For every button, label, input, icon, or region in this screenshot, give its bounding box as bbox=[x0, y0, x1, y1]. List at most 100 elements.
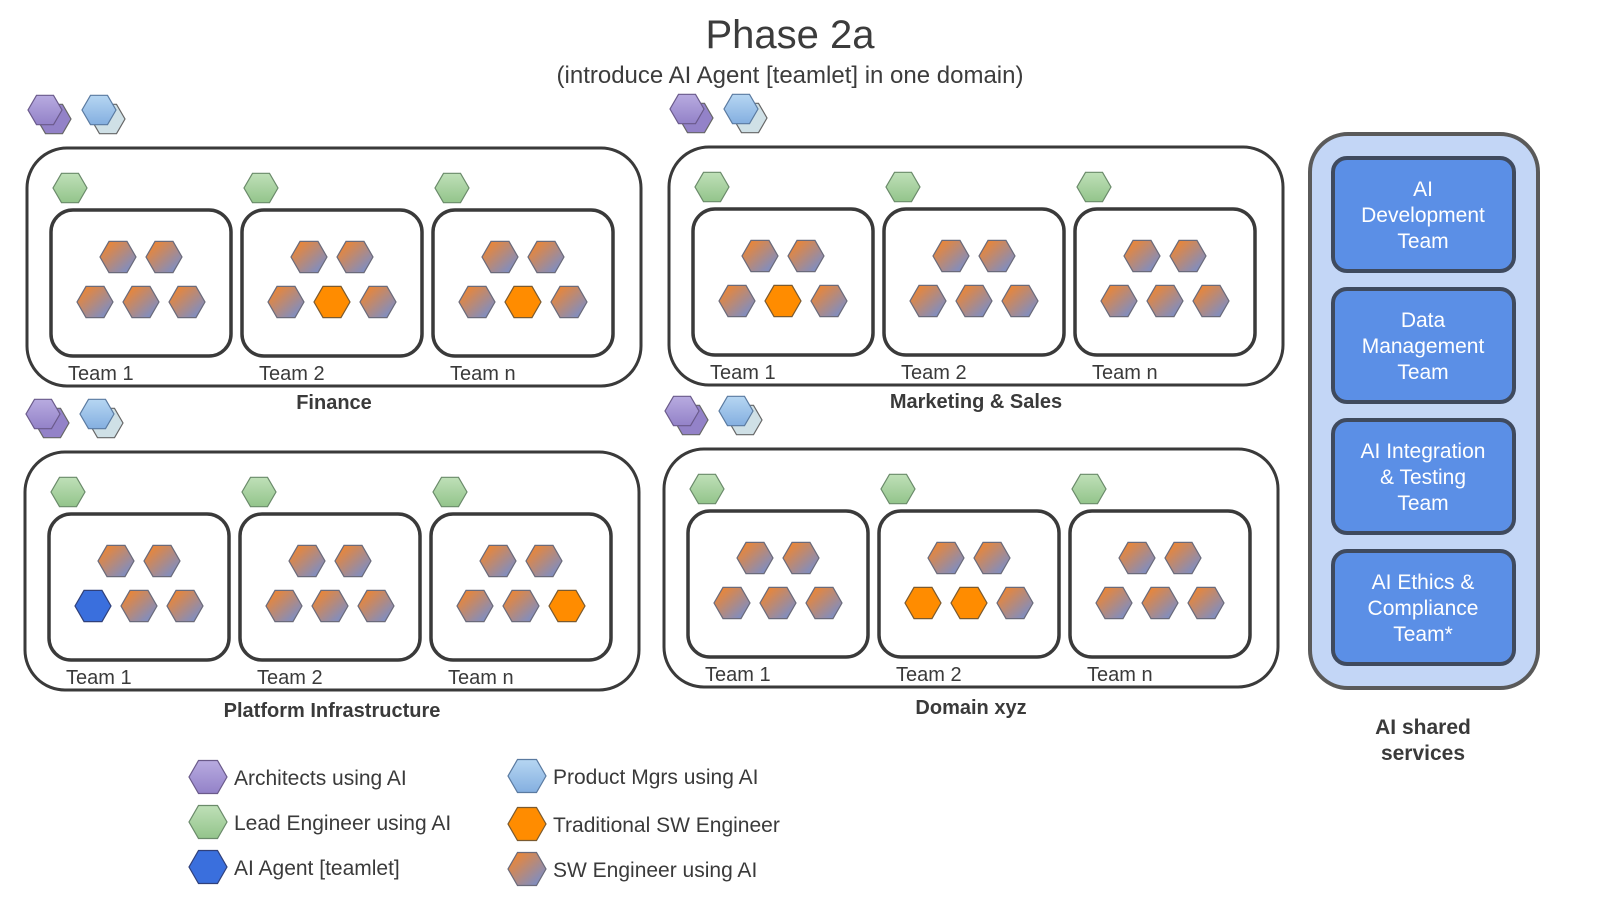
lead-engineer-hex-icon bbox=[241, 476, 277, 508]
team-box bbox=[877, 509, 1061, 659]
sw-engineer-ai-hex-icon bbox=[1095, 586, 1133, 620]
legend-item: Product Mgrs using AI bbox=[507, 758, 758, 794]
sw-engineer-ai-hex-icon bbox=[810, 284, 848, 318]
sw-engineer-ai-hex-icon bbox=[713, 586, 751, 620]
team-box bbox=[882, 207, 1066, 357]
sw-engineer-ai-hex-icon bbox=[550, 285, 588, 319]
shared-service-label: Compliance bbox=[1368, 597, 1479, 620]
legend-label: Architects using AI bbox=[234, 767, 407, 790]
ai-agent-hex-icon bbox=[74, 589, 112, 623]
sw-engineer-ai-hex-icon bbox=[787, 239, 825, 273]
architect-stack-icon-front bbox=[25, 398, 61, 430]
team-label: Team 2 bbox=[259, 363, 325, 385]
legend-label: Traditional SW Engineer bbox=[553, 814, 780, 837]
shared-service-label: Data bbox=[1401, 309, 1446, 332]
team-box bbox=[1068, 509, 1252, 659]
team-label: Team n bbox=[450, 363, 516, 385]
traditional-engineer-hex-icon bbox=[504, 285, 542, 319]
architect-stack-icon bbox=[664, 395, 709, 436]
legend-architect-hex-icon bbox=[188, 759, 228, 795]
sw-engineer-ai-hex-icon bbox=[909, 284, 947, 318]
product-mgr-stack-icon-front bbox=[723, 93, 759, 125]
traditional-engineer-hex-icon bbox=[950, 586, 988, 620]
sw-engineer-ai-hex-icon bbox=[1192, 284, 1230, 318]
traditional-engineer-hex-icon bbox=[313, 285, 351, 319]
domain-label: Finance bbox=[296, 392, 372, 414]
shared-service-label: Team bbox=[1397, 230, 1448, 253]
sw-engineer-ai-hex-icon bbox=[736, 541, 774, 575]
legend-item: Architects using AI bbox=[188, 759, 407, 795]
lead-engineer-hex-icon bbox=[1076, 171, 1112, 203]
sw-engineer-ai-hex-icon bbox=[122, 285, 160, 319]
sw-engineer-ai-hex-icon bbox=[955, 284, 993, 318]
lead-engineer-hex-icon bbox=[689, 473, 725, 505]
shared-service-label: & Testing bbox=[1380, 466, 1466, 489]
shared-service-label: AI Integration bbox=[1361, 440, 1486, 463]
sw-engineer-ai-hex-icon bbox=[456, 589, 494, 623]
sw-engineer-ai-hex-icon bbox=[334, 544, 372, 578]
sw-engineer-ai-hex-icon bbox=[502, 589, 540, 623]
architect-stack-icon-front bbox=[664, 395, 700, 427]
architect-stack-icon bbox=[669, 93, 714, 134]
sw-engineer-ai-hex-icon bbox=[166, 589, 204, 623]
team-box bbox=[429, 512, 613, 662]
legend-item: SW Engineer using AI bbox=[507, 851, 757, 887]
team-label: Team 1 bbox=[66, 667, 132, 689]
legend-label: AI Agent [teamlet] bbox=[234, 857, 400, 880]
lead-engineer-hex-icon bbox=[243, 172, 279, 204]
legend-sw-engineer-ai-hex-icon bbox=[507, 851, 547, 887]
sw-engineer-ai-hex-icon bbox=[267, 285, 305, 319]
team-box bbox=[47, 512, 231, 662]
sw-engineer-ai-hex-icon bbox=[481, 240, 519, 274]
sw-engineer-ai-hex-icon bbox=[143, 544, 181, 578]
shared-service-label: Team* bbox=[1393, 623, 1453, 646]
sw-engineer-ai-hex-icon bbox=[978, 239, 1016, 273]
lead-engineer-hex-icon bbox=[432, 476, 468, 508]
product-mgr-stack-icon bbox=[718, 395, 763, 436]
shared-service-label: Development bbox=[1361, 204, 1485, 227]
team-box bbox=[1073, 207, 1257, 357]
sw-engineer-ai-hex-icon bbox=[741, 239, 779, 273]
product-mgr-stack-icon-front bbox=[79, 398, 115, 430]
architect-stack-icon-front bbox=[27, 94, 63, 126]
team-box bbox=[431, 208, 615, 358]
sw-engineer-ai-hex-icon bbox=[996, 586, 1034, 620]
shared-services-title: AI shared bbox=[1375, 716, 1471, 739]
sw-engineer-ai-hex-icon bbox=[288, 544, 326, 578]
product-mgr-stack-icon-front bbox=[718, 395, 754, 427]
team-label: Team n bbox=[1092, 362, 1158, 384]
page-title: Phase 2a bbox=[705, 13, 875, 57]
sw-engineer-ai-hex-icon bbox=[1164, 541, 1202, 575]
lead-engineer-hex-icon bbox=[50, 476, 86, 508]
sw-engineer-ai-hex-icon bbox=[927, 541, 965, 575]
sw-engineer-ai-hex-icon bbox=[290, 240, 328, 274]
domain-label: Marketing & Sales bbox=[890, 391, 1062, 413]
legend-label: Product Mgrs using AI bbox=[553, 766, 758, 789]
shared-service-label: Team bbox=[1397, 492, 1448, 515]
sw-engineer-ai-hex-icon bbox=[311, 589, 349, 623]
sw-engineer-ai-hex-icon bbox=[1118, 541, 1156, 575]
sw-engineer-ai-hex-icon bbox=[76, 285, 114, 319]
sw-engineer-ai-hex-icon bbox=[718, 284, 756, 318]
team-box bbox=[691, 207, 875, 357]
sw-engineer-ai-hex-icon bbox=[527, 240, 565, 274]
lead-engineer-hex-icon bbox=[1071, 473, 1107, 505]
sw-engineer-ai-hex-icon bbox=[782, 541, 820, 575]
team-label: Team 2 bbox=[901, 362, 967, 384]
team-label: Team n bbox=[448, 667, 514, 689]
sw-engineer-ai-hex-icon bbox=[525, 544, 563, 578]
sw-engineer-ai-hex-icon bbox=[97, 544, 135, 578]
sw-engineer-ai-hex-icon bbox=[359, 285, 397, 319]
legend-item: Lead Engineer using AI bbox=[188, 804, 451, 840]
legend-lead-engineer-hex-icon bbox=[188, 804, 228, 840]
sw-engineer-ai-hex-icon bbox=[336, 240, 374, 274]
team-label: Team 1 bbox=[68, 363, 134, 385]
architect-stack-icon-front bbox=[669, 93, 705, 125]
domain-label: Platform Infrastructure bbox=[224, 700, 441, 722]
product-mgr-stack-icon-front bbox=[81, 94, 117, 126]
